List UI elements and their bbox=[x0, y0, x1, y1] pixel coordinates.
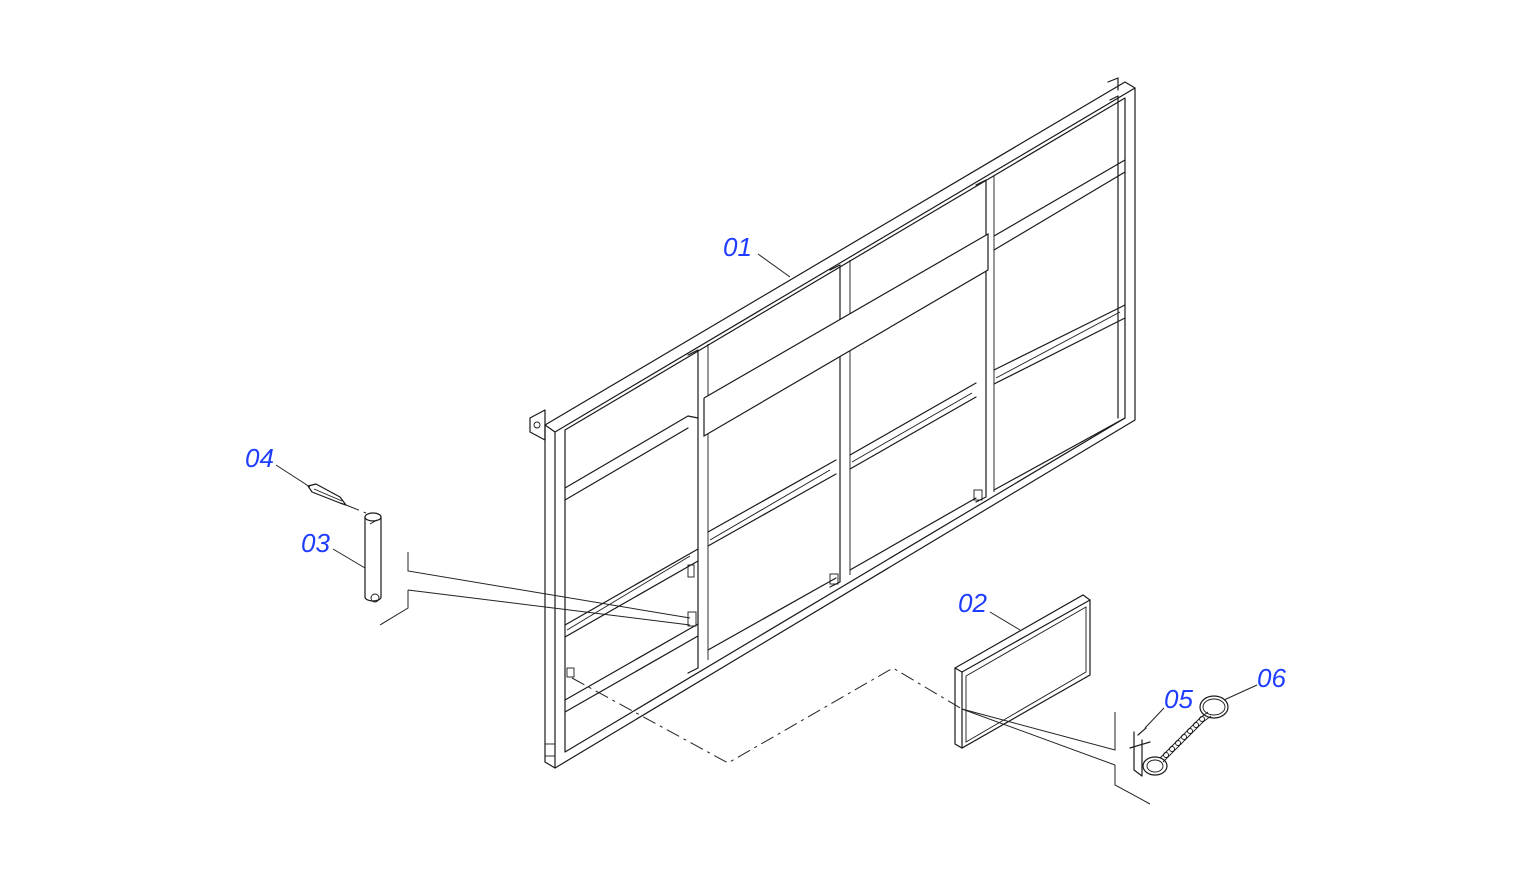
callout-02: 02 bbox=[958, 588, 987, 618]
chain-links bbox=[1163, 716, 1205, 758]
callout-06: 06 bbox=[1257, 663, 1286, 693]
callout-05: 05 bbox=[1164, 684, 1193, 714]
cotter-pin-part-04 bbox=[307, 483, 367, 514]
callout-04: 04 bbox=[245, 443, 274, 473]
chain-and-ring-part-06 bbox=[1159, 695, 1229, 763]
frame-sign-plate bbox=[703, 232, 989, 438]
pin-part-03 bbox=[364, 512, 382, 603]
callout-03: 03 bbox=[301, 528, 330, 558]
lynch-pin-part-05 bbox=[1129, 727, 1168, 777]
horizontal-rails bbox=[564, 159, 1126, 713]
sign-plate-part-02 bbox=[954, 594, 1091, 749]
callout-leaders bbox=[275, 253, 1258, 729]
assembly-lines bbox=[379, 552, 1151, 805]
frame-panel-part-01 bbox=[529, 77, 1136, 769]
callout-01: 01 bbox=[723, 232, 752, 262]
